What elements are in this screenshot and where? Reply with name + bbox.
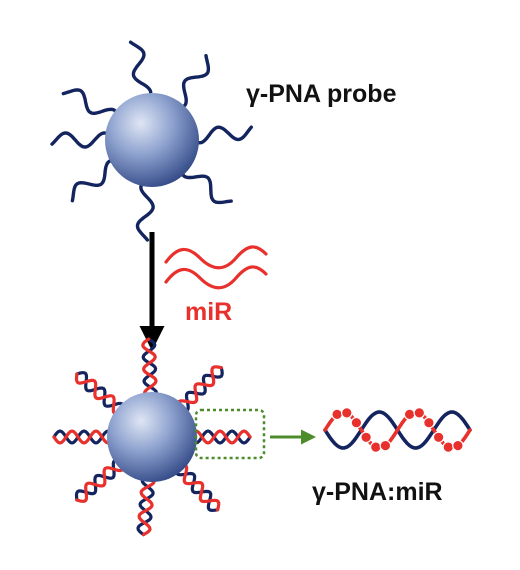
modification-bead-icon: [369, 441, 382, 453]
probe-strand: [61, 88, 121, 123]
modification-bead-icon: [423, 416, 435, 429]
duplex-strand-probe: [174, 463, 220, 513]
duplex-strand-probe: [75, 371, 125, 415]
dashed-box-icon: [194, 408, 266, 460]
duplex-strand-probe: [188, 429, 252, 445]
modification-bead-icon: [442, 441, 455, 453]
modification-bead-icon: [360, 431, 372, 444]
probe-strand: [70, 158, 123, 203]
probe-strand: [50, 131, 116, 149]
duplex-detail-icon: [323, 407, 472, 453]
mir-label: miR: [185, 298, 232, 326]
modification-bead-icon: [350, 416, 363, 429]
probe-strand: [172, 54, 211, 111]
probe-strand: [179, 162, 233, 205]
modification-bead-icon: [452, 439, 464, 452]
duplex-strand-probe: [177, 366, 224, 413]
probe-strands: [50, 40, 253, 242]
mir-strand-lower: [164, 265, 268, 290]
duplex-strand-probe: [136, 473, 155, 537]
probe-strand: [128, 40, 153, 105]
duplex-strand-mir: [52, 429, 116, 445]
duplex-strand-mir: [137, 473, 156, 537]
duplex-strand-probe: [74, 458, 125, 502]
duplex-strand-probe: [141, 337, 159, 401]
probe-label: γ-PNA probe: [246, 80, 397, 108]
nanoparticle-sphere-icon: [105, 93, 199, 187]
duplex-strand-probe: [52, 429, 116, 445]
probe-strand: [135, 176, 155, 242]
modification-bead-icon: [331, 408, 343, 421]
nanoparticle-sphere-icon: [107, 392, 197, 482]
duplex-strand-mir: [188, 429, 252, 445]
mir-strands-icon: [164, 245, 268, 290]
modification-bead-icon: [413, 407, 426, 419]
duplex-strand-mir: [176, 365, 223, 412]
mir-strand-upper: [164, 245, 268, 270]
duplex-strand-mir: [74, 372, 125, 416]
modification-bead-icon: [403, 408, 416, 421]
probe-nanoparticle-group: [50, 40, 253, 242]
hybridized-nanoparticle-group: [52, 337, 252, 537]
duplex-label: γ-PNA:miR: [312, 478, 443, 506]
duplex-strand-mir: [141, 337, 158, 401]
modification-bead-icon: [379, 439, 392, 452]
duplex-strands: [52, 337, 252, 537]
probe-strand: [188, 125, 253, 145]
duplex-strand-mir: [75, 459, 125, 503]
modification-bead-icon: [340, 407, 353, 419]
modification-bead-icon: [432, 431, 445, 444]
duplex-strand-mir: [175, 462, 221, 512]
